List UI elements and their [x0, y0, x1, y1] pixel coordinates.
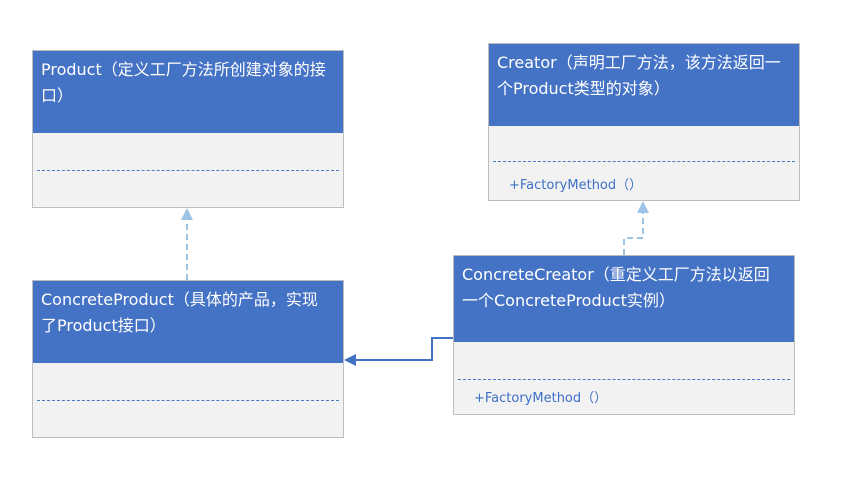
arrowhead-product: [181, 208, 193, 220]
concretecreator-class-box[interactable]: ConcreteCreator（重定义工厂方法以返回一个ConcreteProd…: [453, 255, 795, 415]
creator-attribute-separator: [493, 161, 795, 162]
product-class-title: Product（定义工厂方法所创建对象的接口）: [33, 51, 343, 133]
creator-factory-method: +FactoryMethod（）: [509, 178, 643, 193]
creator-class-box[interactable]: Creator（声明工厂方法，该方法返回一个Product类型的对象） +Fac…: [488, 43, 800, 201]
arrowhead-concreteproduct: [344, 354, 356, 366]
concretecreator-class-title: ConcreteCreator（重定义工厂方法以返回一个ConcreteProd…: [454, 256, 794, 342]
edge-concretecreator-to-concreteproduct: [356, 337, 453, 361]
concreteproduct-attribute-separator: [37, 400, 339, 401]
concreteproduct-class-title: ConcreteProduct（具体的产品，实现了Product接口）: [33, 281, 343, 363]
product-attribute-separator: [37, 170, 339, 171]
product-class-box[interactable]: Product（定义工厂方法所创建对象的接口）: [32, 50, 344, 208]
concretecreator-attribute-separator: [458, 379, 790, 380]
edge-concretecreator-to-creator: [623, 212, 644, 255]
creator-class-title: Creator（声明工厂方法，该方法返回一个Product类型的对象）: [489, 44, 799, 126]
concretecreator-factory-method: +FactoryMethod（）: [474, 391, 608, 406]
concreteproduct-class-box[interactable]: ConcreteProduct（具体的产品，实现了Product接口）: [32, 280, 344, 438]
arrowhead-creator: [637, 201, 649, 213]
